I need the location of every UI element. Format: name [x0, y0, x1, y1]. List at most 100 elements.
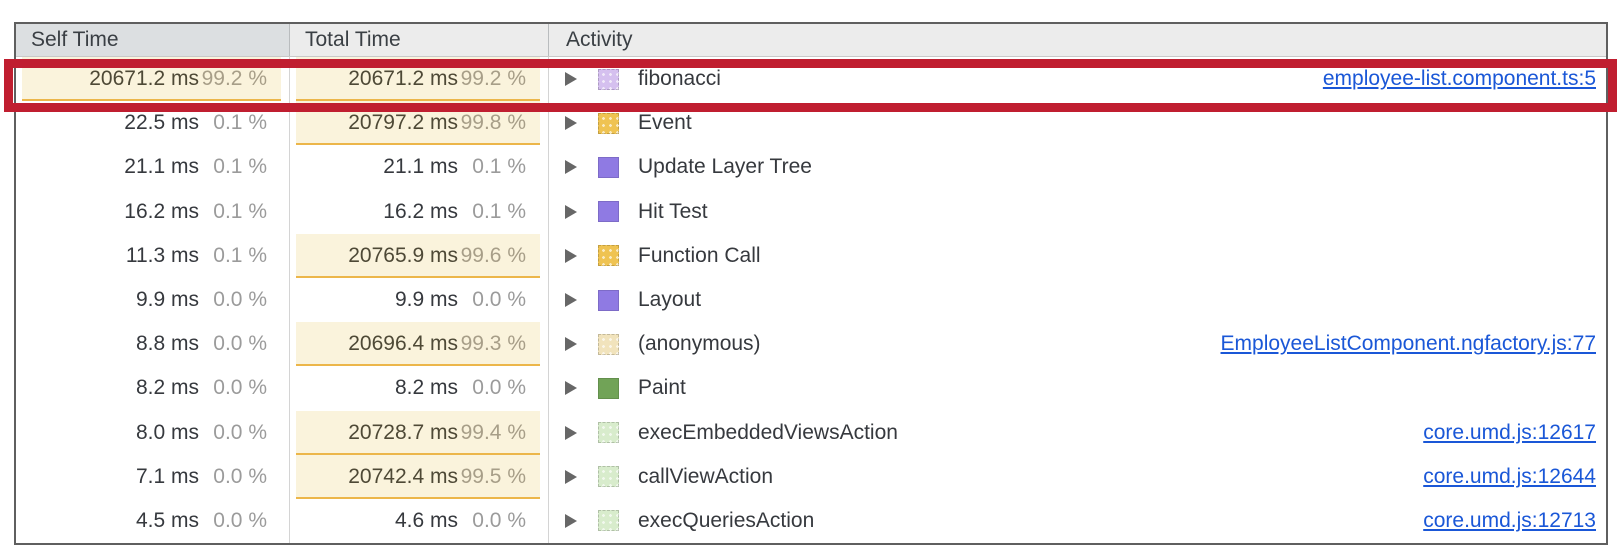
activity-label: Layout — [638, 288, 702, 312]
self-time-percent: 99.2 % — [201, 67, 267, 91]
total-time-cell: 16.2 ms 0.1 % — [290, 189, 549, 234]
total-time-cell: 20742.4 ms 99.5 % — [290, 454, 549, 499]
self-time-percent: 0.0 % — [213, 464, 267, 488]
expand-arrow-icon[interactable] — [565, 248, 577, 263]
activity-cell: Update Layer Tree — [549, 145, 1606, 189]
self-time-value-group: 21.1 ms 0.1 % — [22, 145, 281, 189]
total-time-ms: 16.2 ms — [383, 199, 458, 223]
table-row[interactable]: 8.8 ms 0.0 % 20696.4 ms 99.3 % (anonymou… — [16, 322, 1606, 367]
self-time-percent: 0.0 % — [213, 420, 267, 444]
total-time-percent: 0.1 % — [472, 199, 526, 223]
self-time-ms: 21.1 ms — [124, 155, 199, 179]
expand-arrow-icon[interactable] — [565, 337, 577, 352]
self-time-ms: 9.9 ms — [135, 288, 199, 312]
total-time-cell: 21.1 ms 0.1 % — [290, 145, 549, 190]
self-time-ms: 16.2 ms — [124, 199, 199, 223]
category-swatch-icon — [598, 377, 619, 399]
total-time-ms: 8.2 ms — [394, 376, 458, 400]
self-time-value-group: 8.8 ms 0.0 % — [22, 322, 281, 366]
self-time-ms: 8.8 ms — [135, 332, 199, 356]
self-time-percent: 0.0 % — [213, 288, 267, 312]
self-time-cell: 16.2 ms 0.1 % — [16, 189, 290, 234]
expand-arrow-icon[interactable] — [565, 116, 577, 131]
total-time-percent: 99.5 % — [460, 464, 526, 488]
source-link[interactable]: employee-list.component.ts:5 — [1322, 67, 1596, 91]
total-time-percent: 99.8 % — [460, 111, 526, 135]
category-swatch-icon — [598, 422, 619, 444]
total-time-cell: 20696.4 ms 99.3 % — [290, 322, 549, 367]
total-time-ms: 20728.7 ms — [348, 420, 458, 444]
total-time-ms: 4.6 ms — [394, 508, 458, 532]
category-swatch-icon — [598, 156, 619, 178]
total-time-value-group: 20765.9 ms 99.6 % — [296, 233, 540, 278]
total-time-cell: 20765.9 ms 99.6 % — [290, 233, 549, 278]
expand-arrow-icon[interactable] — [565, 381, 577, 396]
activity-label: Paint — [638, 376, 686, 400]
category-swatch-icon — [598, 201, 619, 223]
expand-arrow-icon[interactable] — [565, 513, 577, 528]
total-time-percent: 99.4 % — [460, 420, 526, 444]
total-time-percent: 0.0 % — [472, 508, 526, 532]
self-time-ms: 4.5 ms — [135, 508, 199, 532]
source-link[interactable]: EmployeeListComponent.ngfactory.js:77 — [1220, 332, 1596, 356]
self-time-cell: 9.9 ms 0.0 % — [16, 277, 290, 323]
activity-cell: Event — [549, 101, 1606, 145]
table-row[interactable]: 16.2 ms 0.1 % 16.2 ms 0.1 % Hit Test — [16, 189, 1606, 234]
activity-label: Function Call — [638, 243, 761, 267]
total-time-percent: 0.0 % — [472, 288, 526, 312]
column-header-self-time[interactable]: Self Time — [16, 24, 290, 56]
total-time-cell: 4.6 ms 0.0 % — [290, 498, 549, 544]
total-time-cell: 9.9 ms 0.0 % — [290, 277, 549, 323]
table-row[interactable]: 7.1 ms 0.0 % 20742.4 ms 99.5 % callViewA… — [16, 454, 1606, 499]
source-link[interactable]: core.umd.js:12617 — [1423, 420, 1596, 444]
expand-arrow-icon[interactable] — [565, 293, 577, 308]
activity-label: execEmbeddedViewsAction — [638, 420, 898, 444]
expand-arrow-icon[interactable] — [565, 425, 577, 440]
self-time-percent: 0.1 % — [213, 155, 267, 179]
self-time-percent: 0.1 % — [213, 243, 267, 267]
self-time-percent: 0.0 % — [213, 376, 267, 400]
expand-arrow-icon[interactable] — [565, 469, 577, 484]
total-time-percent: 0.0 % — [472, 376, 526, 400]
column-header-total-time[interactable]: Total Time — [290, 24, 549, 56]
table-row[interactable]: 21.1 ms 0.1 % 21.1 ms 0.1 % Update Layer… — [16, 145, 1606, 190]
self-time-ms: 7.1 ms — [135, 464, 199, 488]
table-row[interactable]: 11.3 ms 0.1 % 20765.9 ms 99.6 % Function… — [16, 233, 1606, 278]
total-time-percent: 99.2 % — [460, 67, 526, 91]
activity-label: Hit Test — [638, 199, 708, 223]
total-time-ms: 20742.4 ms — [348, 464, 458, 488]
activity-cell: callViewAction core.umd.js:12644 — [549, 455, 1606, 499]
activity-cell: fibonacci employee-list.component.ts:5 — [549, 57, 1606, 101]
category-swatch-icon — [598, 112, 619, 134]
table-row[interactable]: 8.2 ms 0.0 % 8.2 ms 0.0 % Paint — [16, 366, 1606, 411]
expand-arrow-icon[interactable] — [565, 204, 577, 219]
self-time-cell: 8.8 ms 0.0 % — [16, 322, 290, 367]
total-time-value-group: 20728.7 ms 99.4 % — [296, 410, 540, 455]
source-link[interactable]: core.umd.js:12713 — [1423, 508, 1596, 532]
table-row[interactable]: 4.5 ms 0.0 % 4.6 ms 0.0 % execQueriesAct… — [16, 498, 1606, 544]
total-time-ms: 20765.9 ms — [348, 243, 458, 267]
total-time-ms: 21.1 ms — [383, 155, 458, 179]
table-row[interactable]: 9.9 ms 0.0 % 9.9 ms 0.0 % Layout — [16, 277, 1606, 323]
table-row[interactable]: 8.0 ms 0.0 % 20728.7 ms 99.4 % execEmbed… — [16, 410, 1606, 455]
activity-cell: execQueriesAction core.umd.js:12713 — [549, 499, 1606, 543]
self-time-value-group: 4.5 ms 0.0 % — [22, 499, 281, 543]
table-row[interactable]: 22.5 ms 0.1 % 20797.2 ms 99.8 % Event — [16, 101, 1606, 146]
expand-arrow-icon[interactable] — [565, 160, 577, 175]
self-time-cell: 22.5 ms 0.1 % — [16, 101, 290, 146]
self-time-value-group: 8.0 ms 0.0 % — [22, 411, 281, 455]
self-time-ms: 22.5 ms — [124, 111, 199, 135]
column-header-activity[interactable]: Activity — [549, 24, 1606, 56]
self-time-ms: 11.3 ms — [125, 243, 199, 267]
total-time-value-group: 9.9 ms 0.0 % — [296, 278, 540, 322]
activity-cell: execEmbeddedViewsAction core.umd.js:1261… — [549, 411, 1606, 455]
total-time-percent: 99.3 % — [460, 332, 526, 356]
table-row[interactable]: 20671.2 ms 99.2 % 20671.2 ms 99.2 % fibo… — [16, 57, 1606, 102]
total-time-ms: 9.9 ms — [394, 288, 458, 312]
total-time-cell: 20797.2 ms 99.8 % — [290, 101, 549, 146]
self-time-ms: 8.0 ms — [135, 420, 199, 444]
source-link[interactable]: core.umd.js:12644 — [1423, 464, 1596, 488]
activity-label: fibonacci — [638, 67, 721, 91]
category-swatch-icon — [598, 333, 619, 355]
expand-arrow-icon[interactable] — [565, 72, 577, 87]
